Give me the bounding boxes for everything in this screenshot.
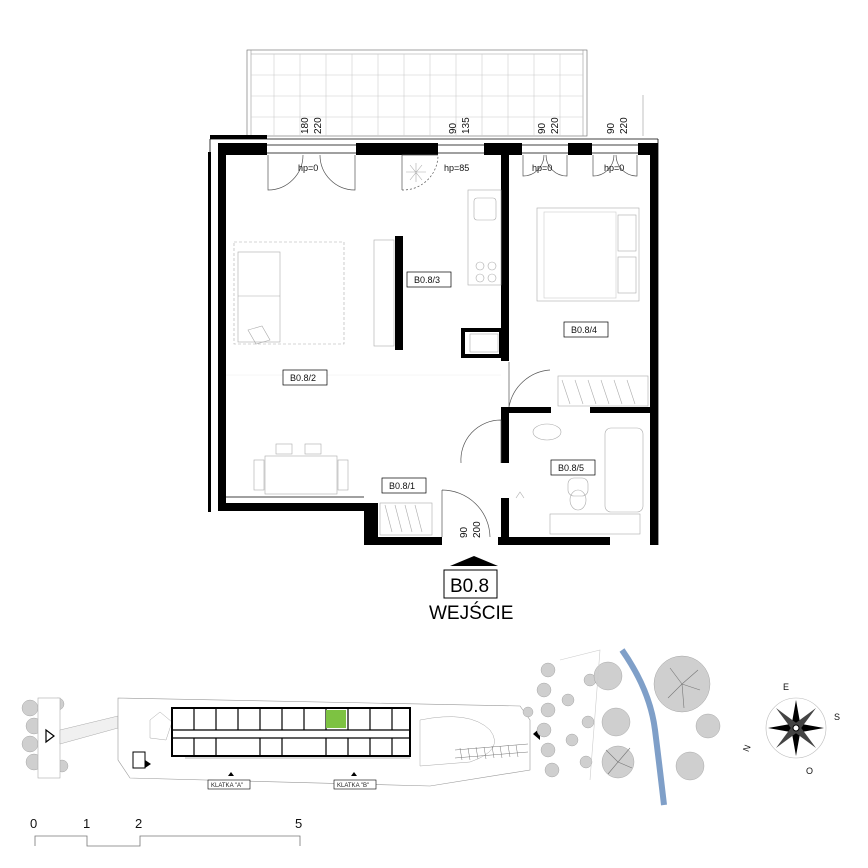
klatka-a-label: KLATKA "A" bbox=[211, 783, 243, 789]
room-label-r1-text: B0.8/1 bbox=[389, 481, 415, 491]
wall-segment bbox=[356, 143, 438, 155]
rug bbox=[233, 241, 345, 345]
bathroom-sink bbox=[532, 423, 562, 441]
building-outline bbox=[171, 707, 411, 757]
bedroom-wardrobe bbox=[557, 375, 649, 407]
walls bbox=[208, 135, 658, 545]
window1-width: 180 bbox=[300, 117, 311, 134]
sink bbox=[473, 197, 497, 221]
room-label-r3-text: B0.8/3 bbox=[414, 275, 440, 285]
window3-hp: hp=0 bbox=[532, 163, 552, 173]
window4-width: 90 bbox=[606, 122, 617, 134]
compass-south: S bbox=[834, 712, 840, 722]
door-swings bbox=[267, 154, 638, 538]
river bbox=[619, 648, 667, 806]
window3-height: 220 bbox=[550, 117, 561, 134]
wall-bath-top-2 bbox=[590, 407, 650, 413]
unit-highlight bbox=[326, 710, 346, 728]
tree-branches bbox=[605, 667, 701, 775]
compass-north: N bbox=[741, 743, 753, 753]
window4-height: 220 bbox=[619, 117, 630, 134]
entrance-arrow-icon bbox=[450, 556, 498, 566]
wall-interior-vertical bbox=[501, 143, 509, 361]
tv-cabinet bbox=[373, 239, 395, 347]
terrace bbox=[246, 49, 644, 137]
room-label-r5: B0.8/5 bbox=[550, 459, 596, 476]
scale-bar: 0 1 2 5 bbox=[30, 816, 302, 847]
klatka-b-box bbox=[333, 779, 377, 790]
compass-east: E bbox=[783, 682, 789, 692]
toilet bbox=[567, 477, 589, 497]
room-label-r2: B0.8/2 bbox=[282, 369, 328, 386]
bin-shelter bbox=[132, 751, 146, 769]
compass-west: O bbox=[806, 766, 813, 776]
wall-right bbox=[650, 143, 658, 545]
hob bbox=[475, 261, 485, 271]
windows bbox=[267, 144, 638, 154]
trees-right bbox=[522, 655, 721, 781]
sofa bbox=[237, 251, 281, 343]
wall-segment bbox=[210, 135, 267, 139]
bathtub bbox=[604, 427, 644, 513]
wall-segment bbox=[568, 143, 592, 155]
wall-left-outer bbox=[208, 152, 211, 512]
wall-segment bbox=[218, 143, 267, 155]
scale-tick-0: 0 bbox=[30, 816, 37, 831]
ventilation-icon bbox=[406, 163, 426, 182]
window2-height: 135 bbox=[461, 117, 472, 134]
partition bbox=[395, 236, 403, 350]
klatka-b-label: KLATKA "B" bbox=[337, 783, 369, 789]
room-label-r3: B0.8/3 bbox=[406, 271, 452, 288]
parking bbox=[454, 743, 529, 761]
bed bbox=[536, 207, 640, 302]
furniture bbox=[233, 163, 649, 536]
window1-hp: hp=0 bbox=[298, 163, 318, 173]
building-units bbox=[172, 708, 410, 756]
entry-door-width: 90 bbox=[459, 526, 470, 538]
pillow bbox=[247, 325, 271, 345]
klatka-a-box bbox=[207, 779, 251, 790]
wall-bottom-left bbox=[218, 503, 378, 511]
kitchen-counter bbox=[467, 189, 502, 286]
room-label-r5-text: B0.8/5 bbox=[558, 463, 584, 473]
wall-bath-top bbox=[509, 407, 551, 413]
shaft-fixture bbox=[469, 333, 499, 353]
window3-width: 90 bbox=[537, 122, 548, 134]
wall-interior-vertical-3 bbox=[501, 498, 509, 545]
room-label-r4-text: B0.8/4 bbox=[571, 325, 597, 335]
bathroom-cabinet bbox=[549, 513, 641, 535]
wall-bottom-right bbox=[498, 537, 610, 545]
room-label-r2-text: B0.8/2 bbox=[290, 373, 316, 383]
entry-door-height: 200 bbox=[472, 521, 483, 538]
scale-tick-5: 5 bbox=[295, 816, 302, 831]
site-plan: KLATKA "A" KLATKA "B" bbox=[21, 648, 721, 806]
wall-interior-vertical-2 bbox=[501, 407, 509, 463]
window1-height: 220 bbox=[313, 117, 324, 134]
shaft bbox=[461, 328, 503, 358]
apartment-id-box bbox=[443, 569, 498, 599]
wall-bottom-left-jog bbox=[364, 503, 378, 545]
room-label-r1: B0.8/1 bbox=[381, 477, 427, 494]
window4-hp: hp=0 bbox=[604, 163, 624, 173]
hall-wardrobe bbox=[379, 502, 433, 536]
wall-left bbox=[218, 143, 226, 511]
compass-rose-icon: N E S O bbox=[741, 682, 840, 776]
wall-bottom-entry bbox=[364, 537, 442, 545]
scale-tick-1: 1 bbox=[83, 816, 90, 831]
apartment-id: B0.8 bbox=[450, 576, 489, 597]
wall-outlines bbox=[209, 138, 659, 545]
access-arrow-icon bbox=[45, 728, 55, 744]
road-left bbox=[37, 697, 61, 779]
scale-tick-2: 2 bbox=[135, 816, 142, 831]
room-label-r4: B0.8/4 bbox=[563, 321, 609, 338]
window2-width: 90 bbox=[448, 122, 459, 134]
entrance-label: WEJŚCIE bbox=[429, 602, 513, 624]
window2-hp: hp=85 bbox=[444, 163, 469, 173]
dining-table bbox=[264, 455, 338, 495]
